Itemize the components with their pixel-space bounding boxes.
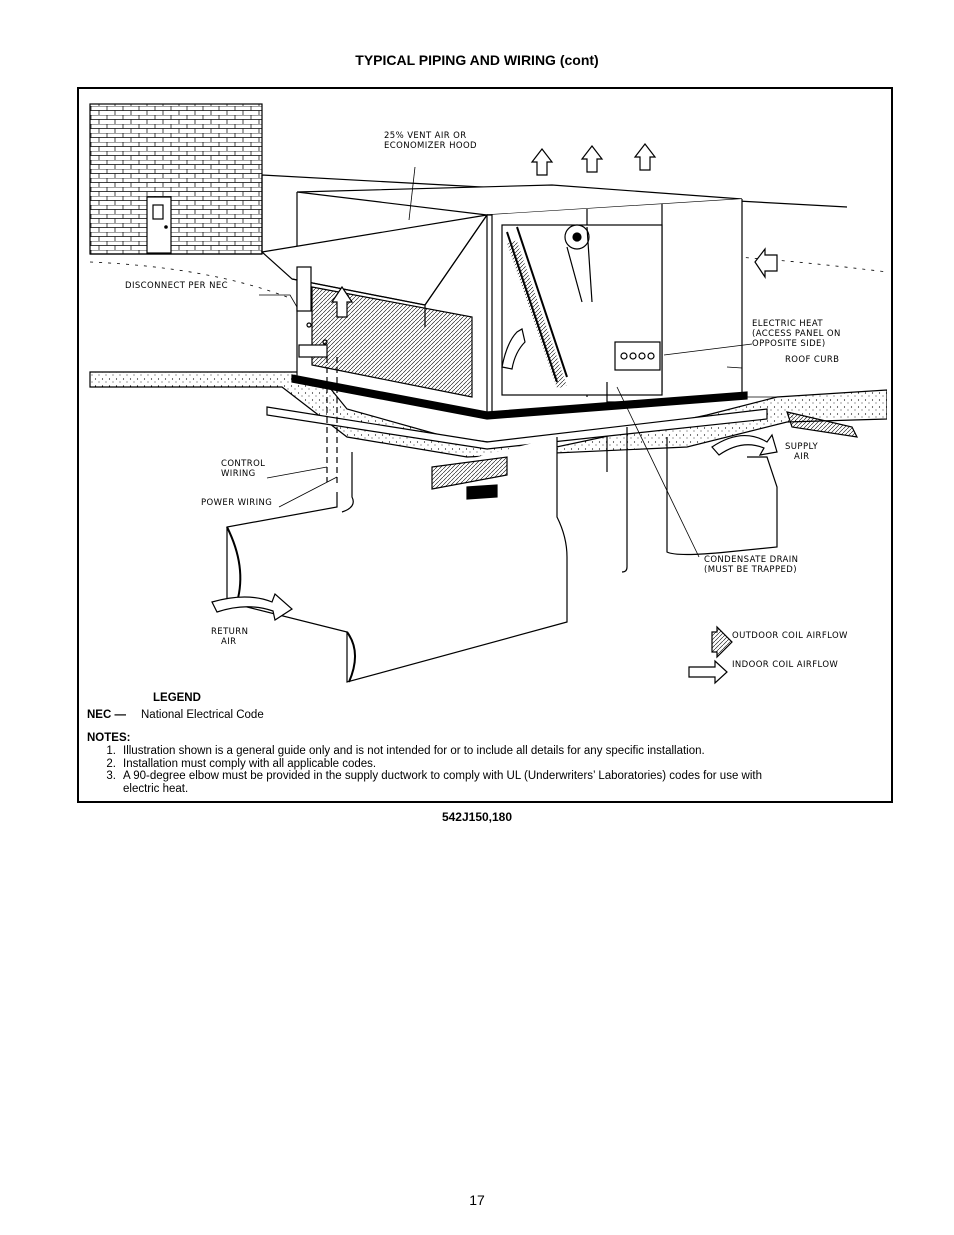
- note-number: 3.: [106, 770, 116, 782]
- note-number: 1.: [106, 745, 116, 757]
- roof-curb-label: ROOF CURB: [785, 355, 840, 365]
- disconnect-label: DISCONNECT PER NEC: [125, 281, 228, 291]
- note-number: 2.: [106, 757, 116, 770]
- supply-air-label-line2: AIR: [794, 452, 810, 462]
- control-wiring-label-line1: CONTROL: [221, 459, 266, 469]
- airflow-legend-arrows: [688, 625, 733, 685]
- return-air-arrow: [211, 592, 293, 621]
- note-text: A 90-degree elbow must be provided in th…: [123, 770, 762, 795]
- page-number: 17: [469, 1192, 485, 1208]
- note-item: 3. A 90-degree elbow must be provided in…: [87, 770, 787, 795]
- legend-abbreviation: NEC —: [87, 709, 126, 721]
- legend-title: LEGEND: [153, 692, 201, 704]
- return-air-label-line2: AIR: [221, 637, 237, 647]
- supply-air-label-line1: SUPPLY: [785, 442, 819, 452]
- note-item: 2. Installation must comply with all app…: [87, 758, 787, 771]
- vent-air-label-line1: 25% VENT AIR OR: [384, 131, 467, 141]
- legend-definition: National Electrical Code: [141, 709, 264, 721]
- figure-caption: 542J150,180: [441, 810, 513, 824]
- roof-surface: [89, 174, 887, 458]
- supply-air-arrow: [711, 433, 778, 456]
- electric-heat-label-line3: OPPOSITE SIDE): [752, 339, 826, 349]
- condensate-drain-label-line2: (MUST BE TRAPPED): [704, 565, 797, 575]
- return-air-label-line1: RETURN: [211, 627, 249, 637]
- electric-heat-label-line1: ELECTRIC HEAT: [752, 319, 823, 329]
- roof-joists: [431, 411, 859, 500]
- electric-heat-label-line2: (ACCESS PANEL ON: [752, 329, 841, 339]
- vent-air-label-line2: ECONOMIZER HOOD: [384, 141, 478, 151]
- power-wiring-label: POWER WIRING: [201, 498, 273, 508]
- control-wiring-label-line2: WIRING: [221, 469, 256, 479]
- leader-lines: [259, 166, 777, 558]
- rooftop-unit: [260, 143, 778, 450]
- rooftop-unit-illustration: [89, 103, 887, 685]
- condensate-drain-label-line1: CONDENSATE DRAIN: [704, 555, 799, 565]
- legend-item: NEC — National Electrical Code: [87, 709, 264, 721]
- notes-list: 1. Illustration shown is a general guide…: [87, 745, 787, 795]
- note-item: 1. Illustration shown is a general guide…: [87, 745, 787, 758]
- figure-frame: 25% VENT AIR OR ECONOMIZER HOOD DISCONNE…: [77, 87, 893, 803]
- note-text: Illustration shown is a general guide on…: [123, 745, 705, 757]
- brick-wall: [89, 103, 263, 255]
- notes-title: NOTES:: [87, 732, 131, 744]
- note-text: Installation must comply with all applic…: [123, 757, 377, 770]
- outdoor-coil-airflow-label: OUTDOOR COIL AIRFLOW: [732, 631, 848, 641]
- page-title: TYPICAL PIPING AND WIRING (cont): [355, 52, 599, 68]
- wiring-conduits: [326, 357, 622, 487]
- indoor-coil-airflow-label: INDOOR COIL AIRFLOW: [732, 660, 839, 670]
